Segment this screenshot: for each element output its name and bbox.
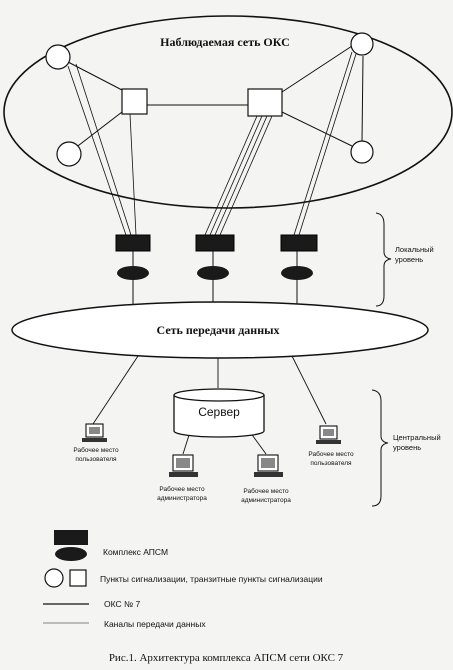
legend-oks7-label: ОКС № 7 bbox=[104, 599, 140, 609]
observed-network-ellipse bbox=[3, 15, 453, 209]
user-left-label-2: пользователя bbox=[75, 456, 117, 463]
workstation-admin-left bbox=[169, 454, 198, 477]
data-network-ellipse bbox=[11, 301, 429, 359]
legend-apsm-symbol bbox=[54, 530, 88, 561]
admin-right-label-1: Рабочее место bbox=[243, 487, 289, 495]
figure-caption: Рис.1. Архитектура комплекса АПСМ сети О… bbox=[109, 652, 344, 664]
workstation-user-right bbox=[316, 425, 341, 444]
apsm-complex-1 bbox=[115, 234, 151, 318]
observed-network-label: Наблюдаемая сеть ОКС bbox=[160, 35, 290, 49]
transit-point-right bbox=[247, 88, 283, 117]
legend-signal-point-circle bbox=[44, 568, 64, 588]
data-channel-lines bbox=[67, 51, 357, 236]
admin-right-label-2: администратора bbox=[241, 497, 291, 504]
signal-point-bottom-right bbox=[350, 140, 374, 164]
legend-data-channels-label: Каналы передачи данных bbox=[104, 619, 206, 629]
admin-left-label-2: администратора bbox=[157, 495, 207, 502]
apsm-complex-3 bbox=[280, 234, 318, 318]
data-network-label: Сеть передачи данных bbox=[157, 323, 280, 337]
legend-transit-point-square bbox=[69, 569, 87, 587]
central-level-label-line1: Центральный bbox=[393, 433, 441, 442]
central-level-brace bbox=[371, 389, 389, 507]
transit-point-left bbox=[121, 88, 148, 115]
user-right-label-2: пользователя bbox=[310, 460, 352, 467]
server-cylinder bbox=[173, 388, 265, 438]
legend-signal-points-label: Пункты сигнализации, транзитные пункты с… bbox=[100, 574, 323, 584]
signal-point-bottom-left bbox=[56, 141, 82, 167]
workstation-admin-right bbox=[254, 454, 283, 477]
local-level-label-line1: Локальный bbox=[395, 245, 434, 254]
admin-left-label-1: Рабочее место bbox=[159, 485, 205, 493]
server-label: Сервер bbox=[198, 405, 240, 419]
user-right-label-1: Рабочее место bbox=[308, 450, 354, 458]
oks7-links bbox=[67, 45, 364, 153]
user-left-label-1: Рабочее место bbox=[73, 446, 119, 454]
signal-point-top-left bbox=[45, 44, 71, 70]
central-level-label-line2: уровень bbox=[393, 443, 421, 452]
signal-point-top-right bbox=[350, 32, 374, 56]
local-level-brace bbox=[375, 212, 392, 307]
workstation-user-left bbox=[82, 423, 107, 442]
apsm-complex-2 bbox=[195, 234, 235, 312]
local-level-label-line2: уровень bbox=[395, 255, 423, 264]
legend-apsm-label: Комплекс АПСМ bbox=[103, 547, 168, 557]
